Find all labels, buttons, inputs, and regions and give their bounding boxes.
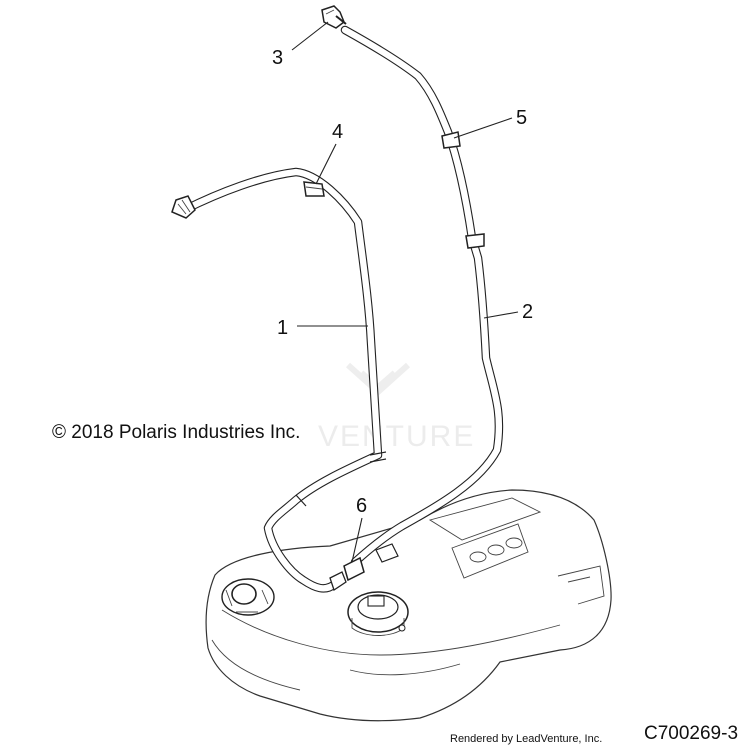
hose-clamp-5 bbox=[441, 131, 485, 249]
leader-line-5 bbox=[453, 117, 513, 139]
leader-line-2 bbox=[483, 311, 519, 319]
leader-line-6 bbox=[351, 517, 363, 563]
copyright-notice: © 2018 Polaris Industries Inc. bbox=[52, 422, 301, 443]
rendered-by-credit: Rendered by LeadVenture, Inc. bbox=[450, 733, 603, 745]
watermark-text: VENTURE bbox=[318, 420, 475, 453]
hose-clamp-4 bbox=[303, 181, 325, 197]
leader-line-4 bbox=[315, 143, 337, 185]
vent-valve-3 bbox=[321, 5, 347, 29]
callout-2: 2 bbox=[522, 301, 533, 323]
leader-line-3 bbox=[291, 21, 329, 51]
fuel-tank bbox=[205, 489, 612, 722]
callout-3: 3 bbox=[272, 47, 283, 69]
callout-5: 5 bbox=[516, 107, 527, 129]
vent-hose-2 bbox=[340, 25, 504, 567]
fuel-filler-cap bbox=[221, 578, 275, 616]
hose-clamp-6 bbox=[329, 543, 399, 592]
callout-4: 4 bbox=[332, 121, 343, 143]
callout-6: 6 bbox=[356, 495, 367, 517]
vent-hose-1 bbox=[171, 167, 387, 593]
callout-1: 1 bbox=[277, 317, 288, 339]
watermark-logo: VENTURE bbox=[318, 362, 475, 453]
fuel-pump-module bbox=[347, 591, 409, 636]
figure-id: C700269-3 bbox=[644, 723, 739, 744]
